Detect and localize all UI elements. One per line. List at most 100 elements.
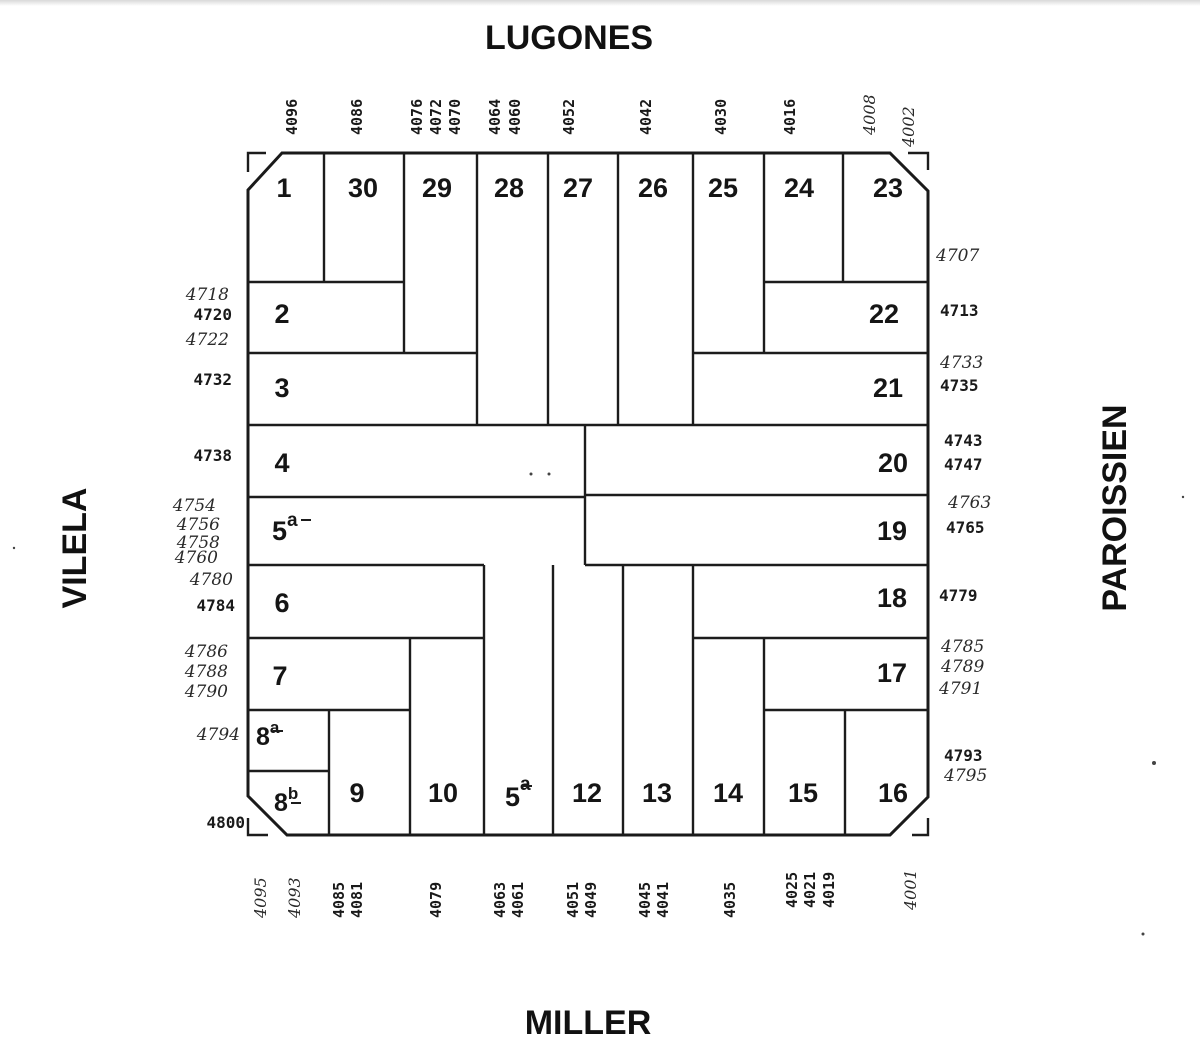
addr-4085: 4085 — [330, 882, 348, 918]
addr-4713: 4713 — [940, 301, 979, 320]
lot-16: 16 — [878, 778, 908, 808]
addr-4784: 4784 — [196, 596, 235, 615]
addr-4001: 4001 — [901, 869, 920, 911]
addr-4072: 4072 — [427, 99, 445, 135]
street-west-label: VILELA — [56, 488, 94, 609]
street-south-label: MILLER — [525, 1004, 652, 1042]
addr-4732: 4732 — [193, 370, 232, 389]
addr-4800: 4800 — [206, 813, 245, 832]
street-east-label: PAROISSIEN — [1096, 404, 1134, 611]
addr-4070: 4070 — [446, 99, 464, 135]
street-north-label: LUGONES — [485, 19, 653, 57]
lot-5a-south: 5a — [505, 774, 531, 812]
lot-9: 9 — [349, 778, 364, 808]
addr-4786: 4786 — [184, 642, 228, 662]
scan-specks — [12, 472, 1185, 936]
lot-10: 10 — [428, 778, 458, 808]
lot-29: 29 — [422, 173, 452, 203]
addr-4079: 4079 — [427, 882, 445, 918]
addr-4002: 4002 — [899, 106, 918, 148]
lot-3: 3 — [274, 373, 289, 403]
addr-4035: 4035 — [721, 882, 739, 918]
addr-4747: 4747 — [944, 455, 983, 474]
lot-25: 25 — [708, 173, 738, 203]
addr-4789: 4789 — [940, 657, 984, 677]
window-top-edge — [0, 0, 1200, 6]
lot-22: 22 — [869, 299, 899, 329]
addr-4754: 4754 — [172, 496, 216, 516]
addr-4086: 4086 — [348, 99, 366, 135]
addr-4718: 4718 — [185, 285, 229, 305]
addr-4008: 4008 — [860, 94, 879, 136]
addr-4076: 4076 — [408, 99, 426, 135]
addr-4756: 4756 — [176, 515, 220, 535]
lot-23: 23 — [873, 173, 903, 203]
addr-4791: 4791 — [938, 679, 982, 699]
addr-4743: 4743 — [944, 431, 983, 450]
lot-division-lines — [248, 153, 928, 835]
lot-24: 24 — [784, 173, 814, 203]
lot-13: 13 — [642, 778, 672, 808]
lot-27: 27 — [563, 173, 593, 203]
lot-14: 14 — [713, 778, 743, 808]
addr-4061: 4061 — [509, 882, 527, 918]
addr-4021: 4021 — [801, 872, 819, 908]
lot-2: 2 — [274, 299, 289, 329]
lot-19: 19 — [877, 516, 907, 546]
lot-4: 4 — [274, 448, 289, 478]
addr-4045: 4045 — [636, 882, 654, 918]
lot-8a: 8a — [256, 718, 280, 751]
lot-30: 30 — [348, 173, 378, 203]
addr-4790: 4790 — [184, 682, 228, 702]
addr-4025: 4025 — [783, 872, 801, 908]
addr-4063: 4063 — [491, 882, 509, 918]
addr-4095: 4095 — [251, 877, 270, 919]
addr-4030: 4030 — [712, 99, 730, 135]
addr-4780: 4780 — [189, 570, 233, 590]
lot-8b: 8b — [274, 784, 298, 817]
addr-4042: 4042 — [637, 99, 655, 135]
addr-4788: 4788 — [184, 662, 228, 682]
lot-26: 26 — [638, 173, 668, 203]
addr-4793: 4793 — [944, 746, 983, 765]
block-outline — [246, 151, 930, 837]
addr-4720: 4720 — [193, 305, 232, 324]
addr-4765: 4765 — [946, 518, 985, 537]
addr-4733: 4733 — [939, 353, 983, 373]
addr-4051: 4051 — [564, 882, 582, 918]
addr-4093: 4093 — [285, 877, 304, 919]
addr-4738: 4738 — [193, 446, 232, 465]
addr-4722: 4722 — [185, 330, 229, 350]
lot-6: 6 — [274, 588, 289, 618]
lot-1: 1 — [276, 173, 291, 203]
addr-4758: 4758 — [176, 533, 220, 553]
addr-4795: 4795 — [943, 766, 987, 786]
lot-20: 20 — [878, 448, 908, 478]
addr-4019: 4019 — [820, 872, 838, 908]
south-address-numbers: 4095 4093 4085 4081 4079 4063 4061 4051 … — [251, 869, 920, 919]
corner-marks — [246, 151, 930, 837]
lot-labels: 1 30 29 28 27 26 25 24 23 2 22 3 21 4 20… — [256, 173, 908, 817]
addr-4794: 4794 — [196, 725, 240, 745]
north-address-numbers: 4096 4086 4076 4072 4070 4064 4060 4052 … — [283, 94, 918, 148]
addr-4016: 4016 — [781, 99, 799, 135]
east-address-numbers: 4707 4713 4733 4735 4743 4747 4763 4765 … — [935, 246, 991, 786]
west-address-numbers: 4718 4720 4722 4732 4738 4754 4756 4758 … — [172, 285, 245, 832]
addr-4081: 4081 — [348, 882, 366, 918]
addr-4052: 4052 — [560, 99, 578, 135]
lot-28: 28 — [494, 173, 524, 203]
lot-12: 12 — [572, 778, 602, 808]
lot-17: 17 — [877, 658, 907, 688]
addr-4763: 4763 — [947, 493, 991, 513]
addr-4735: 4735 — [940, 376, 979, 395]
addr-4779: 4779 — [939, 586, 978, 605]
lot-18: 18 — [877, 583, 907, 613]
addr-4064: 4064 — [486, 99, 504, 135]
addr-4049: 4049 — [582, 882, 600, 918]
addr-4096: 4096 — [283, 99, 301, 135]
addr-4760: 4760 — [174, 548, 218, 568]
lot-7: 7 — [272, 661, 287, 691]
lot-5a: 5a — [272, 510, 298, 546]
